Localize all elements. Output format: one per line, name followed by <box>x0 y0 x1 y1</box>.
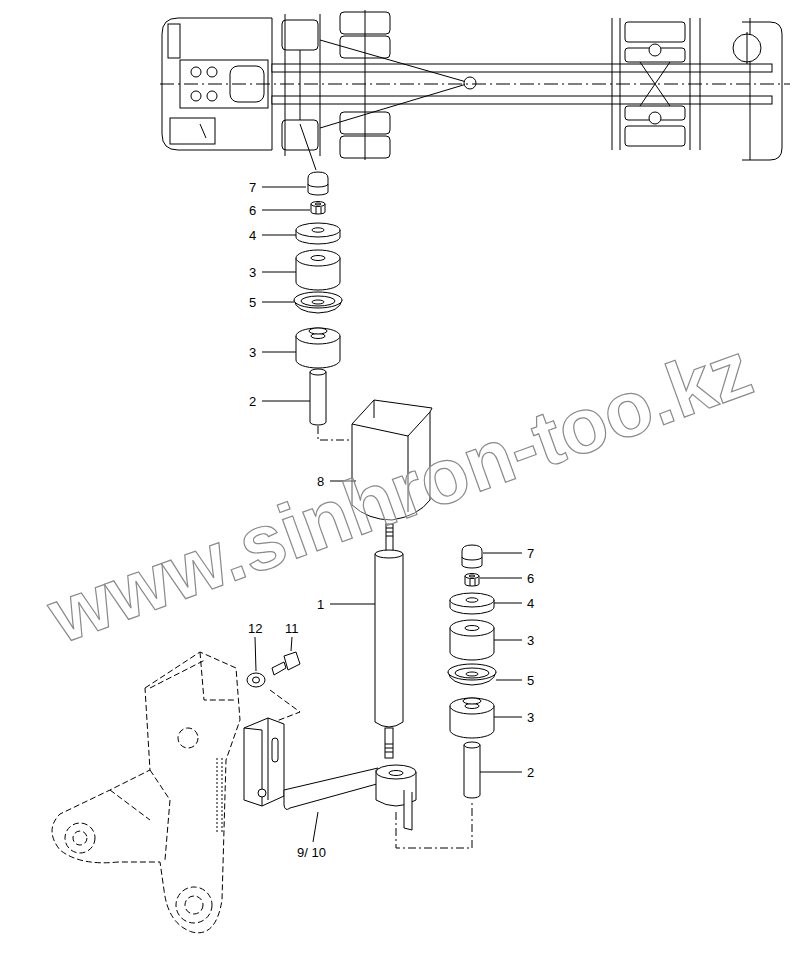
callout-number: 3 <box>526 634 535 647</box>
callout-number: 7 <box>526 547 535 560</box>
steering-knuckle <box>52 652 240 933</box>
callout-number: 6 <box>248 204 257 217</box>
callout-number: 7 <box>248 181 257 194</box>
callout-number: 5 <box>248 296 257 309</box>
callout-number: 3 <box>526 711 535 724</box>
callout-number: 3 <box>248 346 257 359</box>
callout-number: 3 <box>248 266 257 279</box>
callout-number: 4 <box>248 229 257 242</box>
chassis-top-view <box>160 10 790 170</box>
callout-number: 11 <box>284 622 300 635</box>
callout-number: 6 <box>526 572 535 585</box>
callout-number: 12 <box>247 622 263 635</box>
callout-number: 2 <box>526 766 535 779</box>
callout-number: 9/ 10 <box>296 846 327 859</box>
callout-number: 4 <box>526 597 535 610</box>
callout-number: 1 <box>316 598 325 611</box>
callout-number: 5 <box>526 674 535 687</box>
callout-number: 2 <box>248 395 257 408</box>
